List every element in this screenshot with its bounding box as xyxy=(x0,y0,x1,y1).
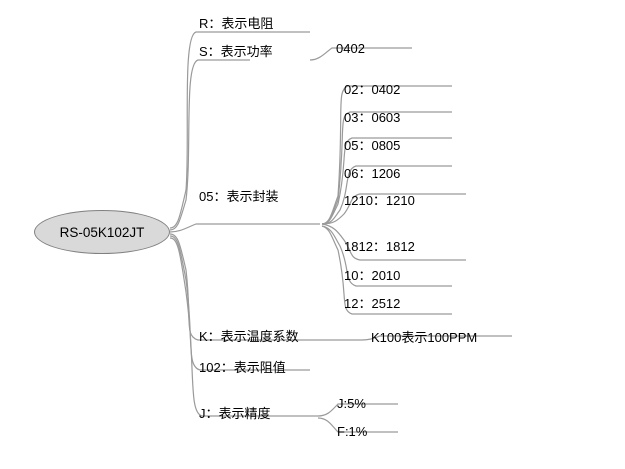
leaf-label-k-ppm[interactable]: K100表示100PPM xyxy=(371,330,478,345)
branch-label-102[interactable]: 102：表示阻值 xyxy=(199,360,286,375)
leaf-label-pkg-0805[interactable]: 05：0805 xyxy=(344,138,401,153)
leaf-label-pkg-2512[interactable]: 12：2512 xyxy=(344,296,401,311)
branch-label-s[interactable]: S：表示功率 xyxy=(199,44,273,59)
leaf-label-pkg-1210[interactable]: 1210：1210 xyxy=(344,193,415,208)
leaf-label-j-5pct[interactable]: J:5% xyxy=(337,396,366,411)
leaf-label-pkg-1812[interactable]: 1812：1812 xyxy=(344,239,415,254)
leaf-label-s-0402[interactable]: 0402 xyxy=(336,41,365,56)
leaf-label-pkg-0603[interactable]: 03：0603 xyxy=(344,110,401,125)
leaf-label-pkg-2010[interactable]: 10：2010 xyxy=(344,268,401,283)
branch-label-k[interactable]: K：表示温度系数 xyxy=(199,329,299,344)
leaf-label-f-1pct[interactable]: F:1% xyxy=(337,424,368,439)
branch-label-j[interactable]: J：表示精度 xyxy=(199,406,271,421)
leaf-label-pkg-1206[interactable]: 06：1206 xyxy=(344,166,401,181)
root-node[interactable]: RS-05K102JT xyxy=(34,210,170,254)
branch-label-package[interactable]: 05：表示封装 xyxy=(199,189,279,204)
branch-label-r[interactable]: R：表示电阻 xyxy=(199,16,274,31)
leaf-label-pkg-0402[interactable]: 02：0402 xyxy=(344,82,401,97)
root-node-label: RS-05K102JT xyxy=(59,224,145,240)
